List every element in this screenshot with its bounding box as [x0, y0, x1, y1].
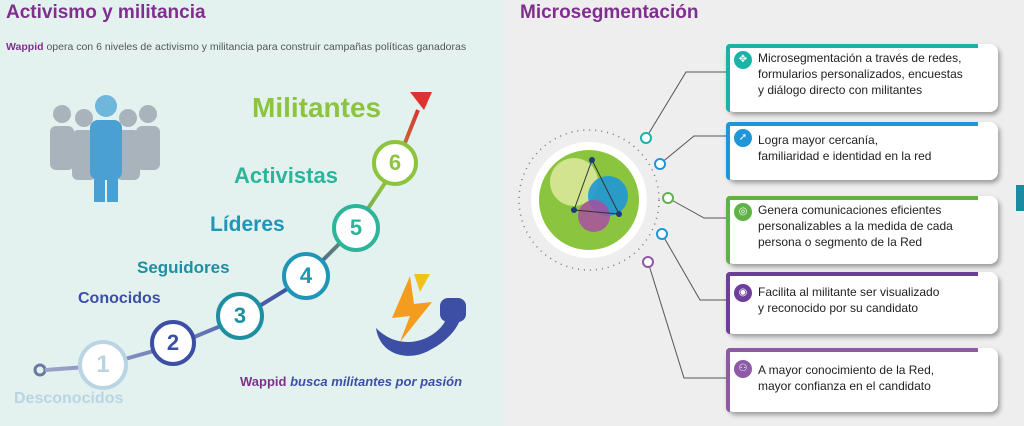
level-circle-1: 1 — [78, 340, 128, 390]
card-line: A mayor conocimiento de la Red, — [758, 363, 935, 377]
level-label-activistas: Activistas — [234, 163, 338, 188]
card-line: mayor confianza en el candidato — [758, 379, 931, 393]
microsegmentation-title: Microsegmentación — [520, 2, 699, 23]
people-icon: ⚇ — [734, 360, 752, 378]
card-knowledge: ⚇ A mayor conocimiento de la Red, mayor … — [726, 348, 998, 412]
level-label-seguidores: Seguidores — [137, 258, 230, 277]
card-proximity: ➚ Logra mayor cercanía, familiaridad e i… — [726, 122, 998, 180]
card-accent — [726, 348, 730, 412]
tagline-brand: Wappid — [240, 374, 287, 389]
card-line: Genera comunicaciones eficientes — [758, 203, 942, 217]
card-top-accent — [726, 348, 978, 352]
level-label-lideres: Líderes — [210, 213, 285, 236]
fist-logo-icon — [376, 274, 466, 356]
card-line: persona o segmento de la Red — [758, 235, 923, 249]
network-icon: ✥ — [734, 51, 752, 69]
level-label-desconocidos: Desconocidos — [14, 390, 124, 407]
card-line: personalizables a la medida de cada — [758, 219, 953, 233]
card-line: Facilita al militante ser visualizado — [758, 285, 940, 299]
intro-text: opera con 6 niveles de activismo y milit… — [43, 41, 467, 53]
level-circle-3: 3 — [216, 292, 264, 340]
eye-icon: ◉ — [734, 284, 752, 302]
card-line: Microsegmentación a través de redes, — [758, 51, 962, 65]
activism-panel: Activismo y militancia Wappid opera con … — [0, 0, 504, 426]
card-line: formularios personalizados, encuestas — [758, 67, 963, 81]
level-circle-5: 5 — [332, 204, 380, 252]
card-line: y reconocido por su candidato — [758, 301, 919, 315]
level-circle-4: 4 — [282, 252, 330, 300]
tagline: Wappid busca militantes por pasión — [240, 374, 462, 389]
card-line: y diálogo directo con militantes — [758, 83, 923, 97]
rocket-icon: ➚ — [734, 129, 752, 147]
activism-intro: Wappid opera con 6 niveles de activismo … — [6, 40, 486, 55]
card-communications: ◎ Genera comunicaciones eficientes perso… — [726, 196, 998, 264]
card-line: Logra mayor cercanía, — [758, 133, 879, 147]
card-top-accent — [726, 272, 978, 276]
card-top-accent — [726, 44, 978, 48]
intro-brand: Wappid — [6, 41, 44, 53]
level-circle-2: 2 — [150, 320, 196, 366]
card-accent — [726, 122, 730, 180]
card-top-accent — [726, 122, 978, 126]
card-accent — [726, 196, 730, 264]
level-circle-6: 6 — [372, 140, 418, 186]
side-scroll-tab[interactable] — [1016, 185, 1024, 211]
card-accent — [726, 272, 730, 334]
card-line: familiaridad e identidad en la red — [758, 149, 932, 163]
card-microsegmentation: ✥ Microsegmentación a través de redes, f… — [726, 44, 998, 112]
target-icon: ◎ — [734, 203, 752, 221]
activism-title: Activismo y militancia — [6, 2, 206, 23]
level-label-conocidos: Conocidos — [78, 290, 161, 307]
microsegmentation-diagram — [518, 71, 726, 379]
tagline-text: busca militantes por pasión — [290, 374, 463, 389]
card-visibility: ◉ Facilita al militante ser visualizado … — [726, 272, 998, 334]
card-top-accent — [726, 196, 978, 200]
people-group-icon — [50, 95, 160, 202]
card-accent — [726, 44, 730, 112]
level-label-militantes: Militantes — [252, 92, 382, 123]
